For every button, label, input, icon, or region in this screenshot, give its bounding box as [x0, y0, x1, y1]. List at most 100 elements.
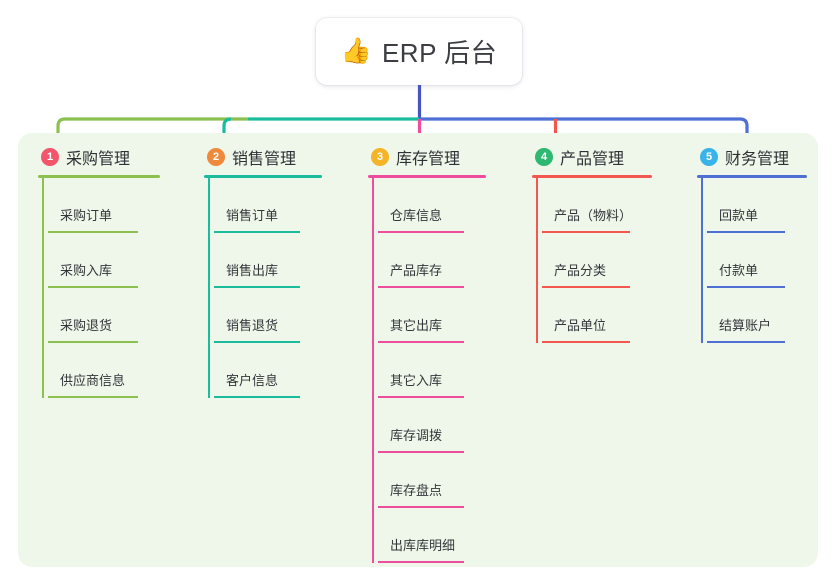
column-underline-2: [204, 175, 322, 178]
leaf-node[interactable]: 产品库存: [378, 233, 486, 288]
leaf-label: 采购退货: [60, 318, 113, 333]
leaf-label: 产品分类: [554, 263, 607, 278]
leaf-label: 产品库存: [390, 263, 443, 278]
leaf-node[interactable]: 产品分类: [542, 233, 652, 288]
number-badge-1: 1: [41, 148, 59, 166]
leaf-underline: [214, 396, 300, 398]
column-header-3[interactable]: 3 库存管理: [368, 145, 486, 169]
leaf-underline: [542, 286, 630, 288]
column-underline-3: [368, 175, 486, 178]
column-items-2: 销售订单销售出库销售退货客户信息: [204, 178, 322, 398]
leaf-node[interactable]: 库存盘点: [378, 453, 486, 508]
leaf-label: 其它出库: [390, 318, 443, 333]
leaf-underline: [707, 341, 785, 343]
leaf-label: 仓库信息: [390, 208, 443, 223]
column-items-3: 仓库信息产品库存其它出库其它入库库存调拨库存盘点出库库明细: [368, 178, 486, 563]
leaf-label: 库存调拨: [390, 428, 443, 443]
leaf-node[interactable]: 销售订单: [214, 178, 322, 233]
column-items-4: 产品（物料） 产品分类产品单位: [532, 178, 652, 343]
leaf-label: 采购订单: [60, 208, 113, 223]
leaf-underline: [707, 286, 785, 288]
thumbs-up-icon: 👍: [340, 37, 372, 65]
branch-spine-3: [372, 178, 374, 563]
leaf-node[interactable]: 采购入库: [48, 233, 160, 288]
column-header-5[interactable]: 5 财务管理: [697, 145, 807, 169]
column-title-4: 产品管理: [560, 151, 625, 168]
leaf-node[interactable]: 产品单位: [542, 288, 652, 343]
leaf-label: 销售退货: [226, 318, 279, 333]
leaf-underline: [707, 231, 785, 233]
leaf-underline: [542, 341, 630, 343]
number-badge-5: 5: [700, 148, 718, 166]
leaf-label: 其它入库: [390, 373, 443, 388]
leaf-label: 采购入库: [60, 263, 113, 278]
leaf-label: 销售订单: [226, 208, 279, 223]
leaf-label: 供应商信息: [60, 373, 126, 388]
leaf-label: 库存盘点: [390, 483, 443, 498]
leaf-underline: [214, 286, 300, 288]
leaf-underline: [214, 231, 300, 233]
leaf-node[interactable]: 库存调拨: [378, 398, 486, 453]
column-3: 3 库存管理仓库信息产品库存其它出库其它入库库存调拨库存盘点出库库明细: [368, 145, 486, 563]
leaf-underline: [378, 286, 464, 288]
leaf-underline: [542, 231, 630, 233]
leaf-underline: [378, 506, 464, 508]
leaf-underline: [378, 451, 464, 453]
leaf-underline: [378, 341, 464, 343]
leaf-node[interactable]: 仓库信息: [378, 178, 486, 233]
column-title-1: 采购管理: [66, 151, 131, 168]
leaf-node[interactable]: 销售出库: [214, 233, 322, 288]
leaf-node[interactable]: 其它入库: [378, 343, 486, 398]
leaf-underline: [378, 231, 464, 233]
leaf-node[interactable]: 产品（物料）: [542, 178, 652, 233]
leaf-underline: [48, 286, 138, 288]
leaf-label: 回款单: [719, 208, 759, 223]
leaf-node[interactable]: 客户信息: [214, 343, 322, 398]
leaf-underline: [48, 231, 138, 233]
column-1: 1 采购管理采购订单采购入库采购退货供应商信息: [38, 145, 160, 398]
column-title-3: 库存管理: [396, 151, 461, 168]
leaf-node[interactable]: 付款单: [707, 233, 807, 288]
branch-spine-5: [701, 178, 703, 343]
leaf-underline: [378, 396, 464, 398]
leaf-node[interactable]: 结算账户: [707, 288, 807, 343]
leaf-label: 销售出库: [226, 263, 279, 278]
content-panel: [18, 133, 818, 567]
root-title: ERP 后台: [381, 38, 498, 68]
leaf-label: 出库库明细: [390, 538, 456, 553]
root-node[interactable]: 👍 ERP 后台: [316, 18, 522, 85]
column-header-1[interactable]: 1 采购管理: [38, 145, 160, 169]
leaf-node[interactable]: 其它出库: [378, 288, 486, 343]
leaf-node[interactable]: 采购订单: [48, 178, 160, 233]
column-items-1: 采购订单采购入库采购退货供应商信息: [38, 178, 160, 398]
leaf-node[interactable]: 供应商信息: [48, 343, 160, 398]
leaf-node[interactable]: 采购退货: [48, 288, 160, 343]
leaf-underline: [48, 396, 138, 398]
leaf-label: 客户信息: [226, 373, 279, 388]
column-title-2: 销售管理: [232, 151, 297, 168]
leaf-underline: [48, 341, 138, 343]
leaf-underline: [214, 341, 300, 343]
leaf-underline: [378, 561, 464, 563]
leaf-node[interactable]: 出库库明细: [378, 508, 486, 563]
number-badge-3: 3: [371, 148, 389, 166]
column-underline-4: [532, 175, 652, 178]
column-title-5: 财务管理: [725, 151, 790, 168]
branch-spine-4: [536, 178, 538, 343]
leaf-node[interactable]: 回款单: [707, 178, 807, 233]
column-5: 5 财务管理回款单付款单结算账户: [697, 145, 807, 343]
column-underline-5: [697, 175, 807, 178]
branch-spine-2: [208, 178, 210, 398]
leaf-label: 产品单位: [554, 318, 607, 333]
column-items-5: 回款单付款单结算账户: [697, 178, 807, 343]
leaf-label: 结算账户: [719, 318, 772, 333]
branch-spine-1: [42, 178, 44, 398]
leaf-node[interactable]: 销售退货: [214, 288, 322, 343]
leaf-label: 产品（物料）: [554, 208, 633, 223]
leaf-label: 付款单: [719, 263, 759, 278]
